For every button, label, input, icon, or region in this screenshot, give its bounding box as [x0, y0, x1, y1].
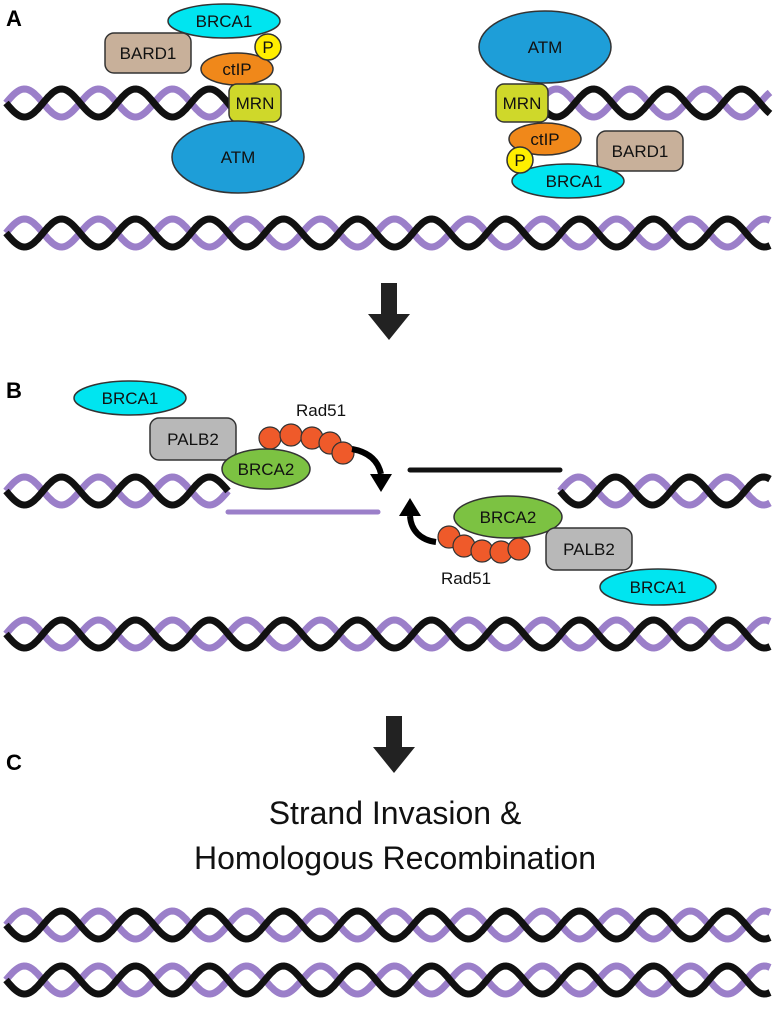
arrow-a-to-b [368, 283, 410, 340]
rad51-cluster [437, 525, 531, 564]
dna-helix-template-a [3, 215, 772, 251]
brca1-label: BRCA1 [196, 12, 253, 31]
palb2-box [545, 527, 633, 571]
curved-arrow-left-head [370, 474, 392, 492]
rad51-label: Rad51 [296, 401, 346, 420]
phospho-label: P [514, 151, 525, 170]
atm-oval [171, 120, 305, 194]
brca1-label: BRCA1 [102, 389, 159, 408]
brca2-oval [221, 448, 311, 490]
outcome-line-1: Strand Invasion & [269, 795, 522, 831]
dna-strand-black [3, 215, 772, 251]
brca1-oval [599, 568, 717, 606]
ctip-label: ctIP [530, 130, 559, 149]
curved-arrow-right [407, 515, 437, 545]
dna-helix-repaired-2 [3, 962, 772, 998]
dna-strand-black [557, 473, 772, 509]
brca1-oval [73, 380, 187, 416]
panel-label-b: B [6, 378, 22, 403]
rad51-monomer [258, 426, 282, 450]
dna-helix-broken-a [3, 85, 773, 121]
bard1-label: BARD1 [120, 44, 177, 63]
atm-label: ATM [528, 38, 563, 57]
bard1-box [596, 130, 684, 172]
rad51-monomer [331, 441, 355, 465]
phospho-circle [254, 33, 282, 61]
brca2-label: BRCA2 [238, 460, 295, 479]
complex-b-right: Rad51 BRCA2 PALB2 BRCA1 [399, 495, 717, 606]
palb2-box [149, 417, 237, 461]
dna-helix-resected-b [3, 473, 772, 509]
panel-label-c: C [6, 750, 22, 775]
dna-strand-purple [3, 907, 772, 943]
brca1-oval [167, 3, 281, 39]
rad51-cluster [258, 423, 355, 465]
curved-arrow-right-head [399, 498, 421, 516]
brca1-label: BRCA1 [630, 578, 687, 597]
complex-a-left: BARD1 BRCA1 ctIP P MRN ATM [104, 3, 305, 194]
mrn-label: MRN [503, 94, 542, 113]
phospho-label: P [262, 38, 273, 57]
ctip-label: ctIP [222, 60, 251, 79]
palb2-label: PALB2 [563, 540, 615, 559]
atm-oval [478, 10, 612, 84]
outcome-line-2: Homologous Recombination [194, 840, 596, 876]
dna-strand-black [535, 85, 773, 121]
brca2-oval [453, 495, 563, 539]
curved-arrow-left [351, 446, 384, 475]
complex-b-left: BRCA1 PALB2 Rad51 BRCA2 [73, 380, 392, 492]
palb2-label: PALB2 [167, 430, 219, 449]
panel-label-a: A [6, 6, 22, 31]
dna-helix-template-b [3, 616, 772, 652]
brca1-oval [511, 163, 625, 199]
dna-strand-black [3, 616, 772, 652]
atm-label: ATM [221, 148, 256, 167]
dna-strand-black [3, 85, 239, 121]
brca1-label: BRCA1 [546, 172, 603, 191]
rad51-label: Rad51 [441, 569, 491, 588]
dna-strand-purple [3, 215, 772, 251]
brca2-label: BRCA2 [480, 508, 537, 527]
dna-strand-black [3, 473, 231, 509]
dna-helix-repaired-1 [3, 907, 772, 943]
mrn-label: MRN [236, 94, 275, 113]
dna-strand-black [3, 962, 772, 998]
mrn-box [495, 83, 549, 123]
phospho-circle [506, 146, 534, 174]
dna-strand-black [3, 907, 772, 943]
bard1-label: BARD1 [612, 142, 669, 161]
ctip-oval [508, 122, 582, 156]
rad51-monomer [507, 537, 531, 561]
bard1-box [104, 32, 192, 74]
dna-strand-purple [3, 616, 772, 652]
complex-a-right: ATM MRN ctIP BARD1 BRCA1 P [478, 10, 684, 199]
arrow-b-to-c [373, 716, 415, 773]
dna-strand-purple [3, 962, 772, 998]
rad51-monomer [279, 423, 303, 447]
